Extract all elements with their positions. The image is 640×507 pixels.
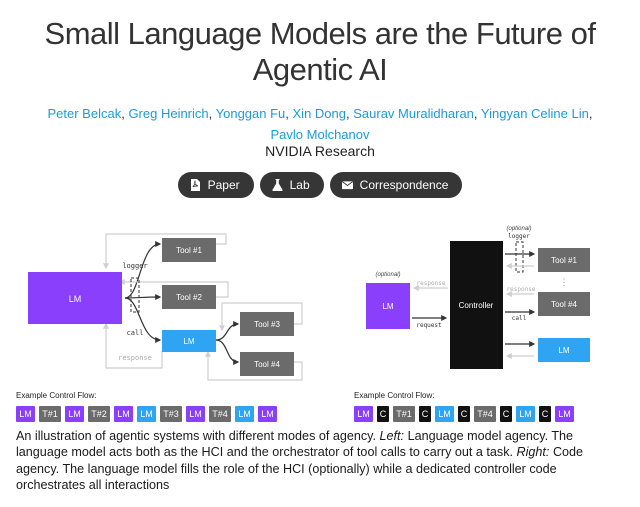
agency-diagrams: logger call response LM Tool #1 Tool #2 … bbox=[28, 226, 590, 381]
lm-box-blue-label: LM bbox=[183, 337, 194, 346]
paper-button[interactable]: Paper bbox=[177, 172, 254, 198]
logger-box bbox=[515, 241, 524, 273]
author-link[interactable]: Greg Heinrich bbox=[128, 106, 209, 121]
flow-step-chip: T#3 bbox=[160, 406, 182, 422]
right-flow-label: Example Control Flow: bbox=[354, 391, 435, 400]
lm-box-blue-label: LM bbox=[558, 346, 569, 355]
tool-box bbox=[538, 292, 590, 316]
response-label: response bbox=[118, 354, 152, 362]
flow-step-chip: LM bbox=[65, 406, 84, 422]
lm-box-purple bbox=[28, 272, 122, 324]
lab-button[interactable]: Lab bbox=[259, 172, 324, 198]
tool-box-label: Tool #1 bbox=[551, 256, 577, 265]
author-list: Peter Belcak, Greg Heinrich, Yonggan Fu,… bbox=[47, 106, 593, 142]
title-line-2: Agentic AI bbox=[252, 52, 388, 87]
author-link[interactable]: Peter Belcak bbox=[47, 106, 122, 121]
author-link[interactable]: Yingyan Celine Lin bbox=[480, 106, 589, 121]
caption-right-label: Right: bbox=[516, 445, 550, 460]
tool-box bbox=[162, 285, 216, 309]
flask-icon bbox=[272, 179, 283, 191]
flow-step-chip: C bbox=[539, 406, 551, 422]
flow-step-chip: LM bbox=[516, 406, 535, 422]
correspondence-button[interactable]: Correspondence bbox=[329, 172, 463, 198]
tool-box-label: Tool #2 bbox=[176, 293, 202, 302]
flow-step-chip: C bbox=[500, 406, 512, 422]
flow-step-chip: LM bbox=[354, 406, 373, 422]
lm-box-blue bbox=[162, 330, 216, 352]
tool-box bbox=[240, 352, 294, 376]
call-label: call bbox=[127, 329, 144, 337]
flow-step-chip: C bbox=[377, 406, 389, 422]
tool-box bbox=[162, 238, 216, 262]
request-label: request bbox=[416, 322, 442, 329]
flow-step-chip: LM bbox=[435, 406, 454, 422]
lm-box-purple-label: LM bbox=[382, 302, 393, 311]
flow-step-chip: LM bbox=[235, 406, 254, 422]
lab-button-label: Lab bbox=[289, 178, 310, 192]
lm-box-purple bbox=[366, 283, 410, 329]
tool-box bbox=[240, 312, 294, 336]
paper-button-label: Paper bbox=[207, 178, 240, 192]
tool-box-label: Tool #4 bbox=[254, 360, 280, 369]
flow-step-chip: T#1 bbox=[393, 406, 415, 422]
flow-step-chip: C bbox=[458, 406, 470, 422]
code-agency-diagram: Controller LM (optional) response reques… bbox=[366, 226, 590, 369]
link-buttons: Paper Lab Correspondence bbox=[0, 172, 640, 198]
caption-left-label: Left: bbox=[379, 429, 405, 443]
tool-box bbox=[538, 248, 590, 272]
flow-step-chip: LM bbox=[186, 406, 205, 422]
tool-box-label: Tool #1 bbox=[176, 246, 202, 255]
response-label: response bbox=[417, 280, 446, 287]
page-title: Small Language Models are the Future of … bbox=[0, 16, 640, 88]
tool-box-label: Tool #3 bbox=[254, 320, 280, 329]
logger-label: logger bbox=[122, 262, 147, 270]
optional-note: (optional) bbox=[375, 272, 400, 278]
controller-label: Controller bbox=[459, 301, 494, 310]
controller-box bbox=[450, 241, 503, 369]
author-link[interactable]: Xin Dong bbox=[292, 106, 346, 121]
language-model-agency-diagram: logger call response LM Tool #1 Tool #2 … bbox=[28, 233, 303, 381]
caption-left-text: Language model agency. The language mode… bbox=[16, 429, 574, 460]
flow-step-chip: T#2 bbox=[88, 406, 110, 422]
flow-step-chip: T#4 bbox=[474, 406, 496, 422]
flow-step-chip: T#1 bbox=[39, 406, 61, 422]
flow-step-chip: C bbox=[419, 406, 431, 422]
optional-note: (optional) bbox=[506, 226, 531, 232]
author-link[interactable]: Saurav Muralidharan bbox=[353, 106, 474, 121]
author-link[interactable]: Pavlo Molchanov bbox=[270, 127, 370, 142]
correspondence-button-label: Correspondence bbox=[359, 178, 449, 192]
call-label: call bbox=[512, 315, 527, 322]
flow-step-chip: LM bbox=[114, 406, 133, 422]
lm-box-purple-label: LM bbox=[69, 294, 82, 304]
flow-step-chip: LM bbox=[555, 406, 574, 422]
logger-box bbox=[130, 277, 140, 313]
affiliation: NVIDIA Research bbox=[265, 143, 375, 159]
flow-step-chip: LM bbox=[16, 406, 35, 422]
flow-step-chip: T#4 bbox=[209, 406, 231, 422]
title-line-1: Small Language Models are the Future of bbox=[44, 16, 596, 51]
caption-right-text: Code agency. The language model fills th… bbox=[16, 445, 584, 492]
envelope-icon bbox=[341, 181, 353, 190]
figure-caption: An illustration of agentic systems with … bbox=[16, 428, 628, 493]
caption-intro: An illustration of agentic systems with … bbox=[16, 429, 377, 443]
flow-step-chip: LM bbox=[258, 406, 277, 422]
lm-box-blue bbox=[538, 338, 590, 362]
logger-label: logger bbox=[508, 233, 530, 240]
ellipsis-dots: ⋮ bbox=[560, 277, 569, 287]
pdf-file-icon bbox=[190, 179, 200, 191]
flow-step-chip: LM bbox=[137, 406, 156, 422]
tool-box-label: Tool #4 bbox=[551, 300, 577, 309]
left-flow-label: Example Control Flow: bbox=[16, 391, 97, 400]
author-link[interactable]: Yonggan Fu bbox=[215, 106, 286, 121]
response-label: response bbox=[507, 286, 536, 293]
